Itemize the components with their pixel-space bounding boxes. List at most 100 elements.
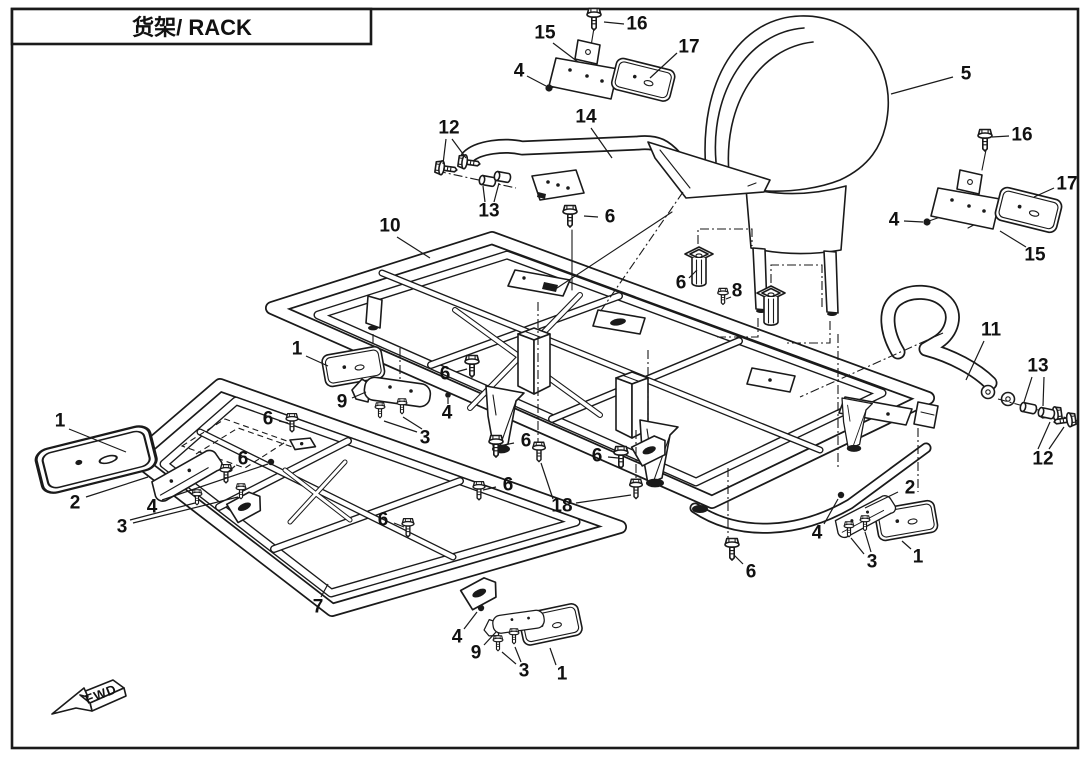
callout-leader-18 [575,494,632,504]
callout-6: 6 [440,364,451,385]
callout-leader-12 [442,138,447,165]
callout-6: 6 [746,562,757,583]
callout-leader-6 [455,368,468,373]
callout-leader-3 [402,416,423,430]
callout-9: 9 [337,392,348,413]
callout-leader-1 [901,540,912,550]
callout-leader-4 [463,611,478,630]
callout-leader-4 [903,220,924,223]
callout-6: 6 [263,409,274,430]
callout-4: 4 [514,61,525,82]
callout-4: 4 [147,497,158,518]
bracket-9-mid [351,375,433,409]
callout-4: 4 [812,523,823,544]
callout-2: 2 [70,493,81,514]
callout-leader-13 [482,185,486,203]
bolts-and-nuts [191,7,1078,652]
callout-leader-6 [227,465,236,473]
callout-16: 16 [626,14,647,35]
callout-10: 10 [379,216,400,237]
callout-leader-16 [603,21,625,25]
callout-leader-2 [85,476,149,498]
callout-leader-8 [725,296,732,300]
reflector-1-left [32,422,160,498]
callout-2: 2 [905,478,916,499]
callout-leader-15 [999,230,1027,248]
callout-3: 3 [519,661,530,682]
callout-leader-6 [688,269,698,279]
bracket-15-right [930,169,1001,230]
callout-17: 17 [678,37,699,58]
callout-leader-6 [733,554,744,565]
reflector-17-right [993,185,1064,235]
callout-17: 17 [1056,174,1077,195]
callout-13: 13 [478,201,499,222]
callout-leader-6 [393,522,405,528]
callout-1: 1 [292,339,303,360]
callout-leader-17 [1033,187,1055,198]
bracket-15-top [548,39,619,100]
callout-8: 8 [732,281,743,302]
callout-7: 7 [313,597,324,618]
callout-leader-15 [552,42,579,63]
callout-4: 4 [889,210,900,231]
callout-leader-2 [864,491,899,509]
callout-leader-3 [850,537,865,555]
callout-16: 16 [1011,125,1032,146]
front-rack-7 [128,378,627,617]
callout-leader-9 [483,631,497,646]
rear-rack-10 [265,231,939,534]
callout-13: 13 [1027,356,1048,377]
grab-handle-14 [460,135,771,201]
backrest-5 [704,15,890,316]
callout-leader-9 [351,391,367,399]
callout-leader-3 [514,646,522,663]
callout-leader-1 [68,428,127,453]
callout-leader-6 [278,420,289,424]
callout-4: 4 [442,403,453,424]
callout-6: 6 [592,446,603,467]
callout-leader-3 [132,496,239,524]
callout-leader-4 [823,498,839,525]
callout-6: 6 [676,273,687,294]
callout-leader-11 [965,340,985,381]
callout-leader-6 [583,215,599,218]
callout-leader-1 [549,647,557,666]
page-border [10,7,1080,750]
callout-leader-13 [1042,376,1045,407]
callout-leader-16 [991,135,1010,138]
callout-leader-6 [607,456,619,459]
callout-6: 6 [378,510,389,531]
callout-leader-12 [1048,426,1065,450]
callout-leader-10 [396,236,431,259]
callout-leader-3 [129,502,196,521]
callout-leader-18 [540,462,554,500]
callout-1: 1 [55,411,66,432]
callout-leader-17 [649,52,678,79]
callout-leader-13 [1023,376,1033,403]
callout-leader-12 [1037,421,1051,450]
callout-leader-3 [501,651,517,665]
callout-leader-6 [482,486,497,491]
title-box [10,7,373,46]
callout-11: 11 [981,320,1002,341]
callout-leader-7 [320,583,329,598]
callout-6: 6 [238,449,249,470]
callout-leader-4 [526,75,547,87]
callout-leader-6 [498,442,515,447]
callout-3: 3 [420,428,431,449]
callout-12: 12 [1032,449,1053,470]
callout-6: 6 [521,431,532,452]
callout-15: 15 [1024,245,1046,266]
callout-4: 4 [452,627,463,648]
callout-6: 6 [605,207,616,228]
callout-5: 5 [961,64,972,85]
callout-leader-13 [493,182,500,203]
page-title: 货架/ RACK [132,15,252,40]
callout-leader-1 [305,355,329,367]
callout-3: 3 [867,552,878,573]
fwd-arrow: FWD [51,679,127,715]
